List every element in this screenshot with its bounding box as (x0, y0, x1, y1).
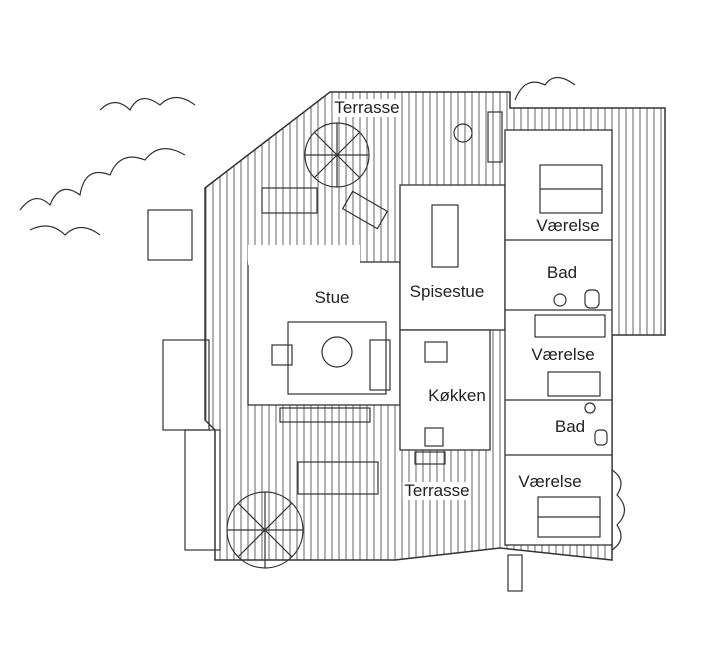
label-terrasse-bottom: Terrasse (402, 481, 472, 500)
coffee-table (321, 336, 353, 368)
label-terrasse-top: Terrasse (332, 98, 402, 117)
dining-table (431, 204, 459, 268)
umbrella-icon (226, 491, 304, 569)
planter (162, 339, 210, 431)
planter (184, 429, 221, 551)
label-stue: Stue (312, 288, 352, 307)
label-bad-2: Bad (552, 417, 588, 436)
planter (147, 209, 193, 261)
sofa (369, 339, 391, 391)
spisestue-room (399, 184, 506, 331)
rug (287, 321, 387, 395)
label-vaerelse-2: Værelse (529, 345, 597, 364)
sunbed (341, 190, 389, 230)
label-koekken: Køkken (426, 386, 488, 405)
label-bad-1: Bad (544, 263, 580, 282)
label-vaerelse-1: Værelse (534, 216, 602, 235)
stue-room (247, 261, 401, 406)
umbrella-icon (304, 122, 370, 188)
label-vaerelse-3: Værelse (516, 472, 584, 491)
bed (547, 371, 601, 397)
bush (19, 148, 186, 236)
label-spisestue: Spisestue (407, 282, 487, 301)
